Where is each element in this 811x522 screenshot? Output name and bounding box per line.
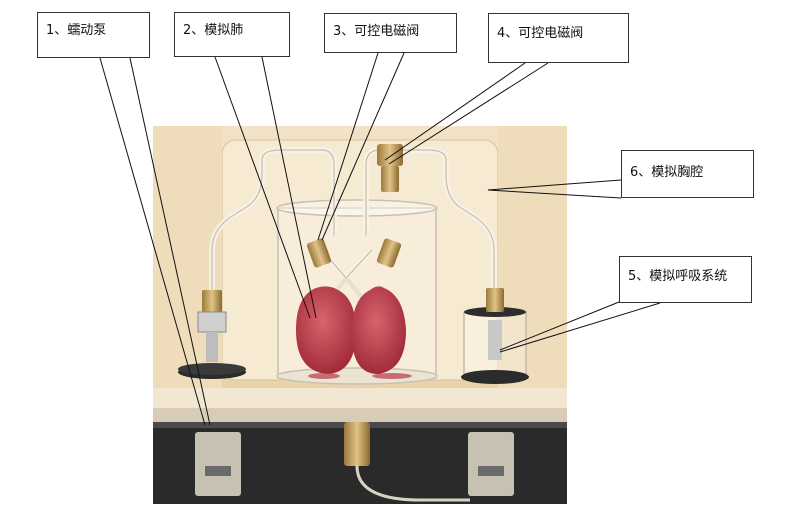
shelf [153,388,567,408]
label-text: 3、可控电磁阀 [333,24,420,39]
right-pump-motor [468,432,514,496]
label-simulated-breathing-system: 5、模拟呼吸系统 [619,256,752,303]
label-text: 5、模拟呼吸系统 [628,269,728,284]
breathing-base [461,370,529,384]
left-lung [296,286,357,374]
label-simulated-chest: 6、模拟胸腔 [621,150,754,198]
leader-lines [99,52,661,426]
center-fitting [344,422,370,466]
label-text: 4、可控电磁阀 [497,26,584,41]
left-pump-motor [195,432,241,496]
top-valve [377,144,403,166]
chest-base [276,367,438,385]
label-text: 1、蠕动泵 [46,23,107,38]
left-valve [306,238,332,268]
label-peristaltic-pump: 1、蠕动泵 [37,12,150,58]
left-pump-fitting [202,290,222,312]
right-lung [351,286,406,374]
label-simulated-lung: 2、模拟肺 [174,12,290,57]
label-solenoid-valve-3: 3、可控电磁阀 [324,13,457,53]
label-text: 2、模拟肺 [183,23,244,38]
label-text: 6、模拟胸腔 [630,165,704,180]
right-valve [376,238,402,268]
label-solenoid-valve-4: 4、可控电磁阀 [488,13,629,63]
